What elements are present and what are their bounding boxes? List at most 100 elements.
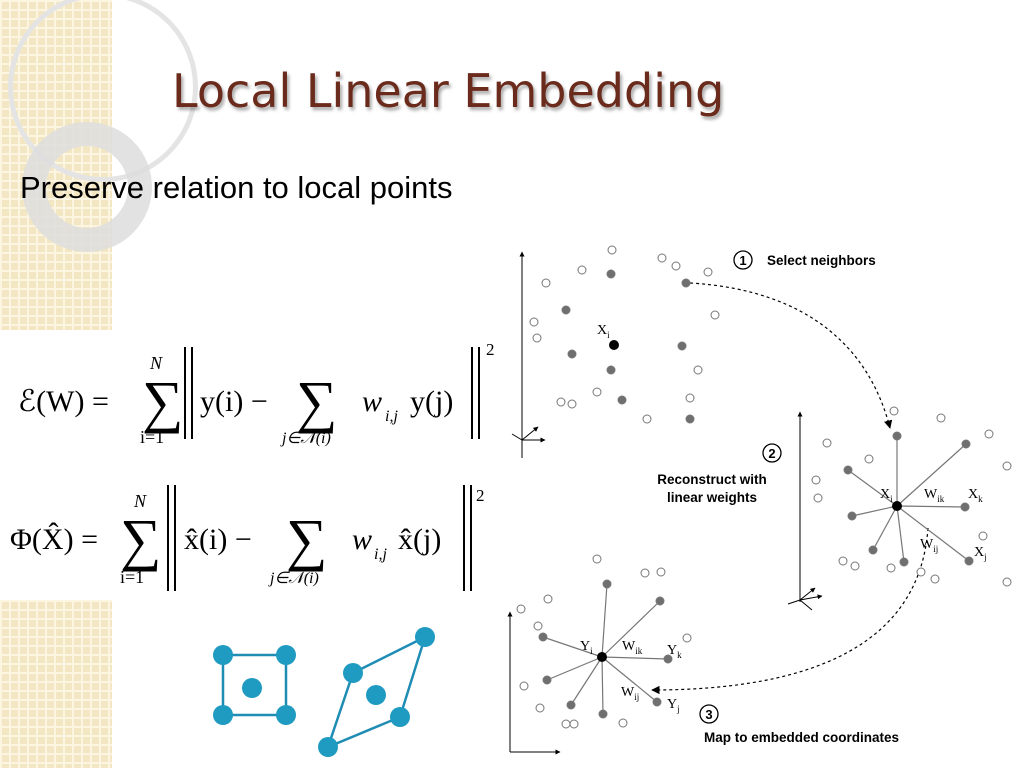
neighbor-point: [566, 700, 576, 710]
data-point: [657, 253, 667, 263]
neighbor-point: [538, 632, 548, 642]
data-point: [561, 305, 571, 315]
eq1-lhs: ℰ(W) =: [18, 385, 109, 418]
eq1-sum-symbol: ∑: [142, 369, 183, 434]
eq1-term: y(i) −: [200, 385, 268, 418]
eq1-inner-sum-symbol: ∑: [296, 369, 337, 434]
label-yi-panel3: Yi: [580, 639, 593, 656]
data-point: [567, 399, 577, 409]
panel2-axis-z: [787, 599, 801, 605]
data-point: [541, 278, 551, 288]
data-point: [703, 267, 713, 277]
data-point: [1002, 461, 1012, 471]
data-point: [984, 429, 994, 439]
eq2-sum-top: N: [133, 491, 147, 511]
eq2-inner-sum-bottom: j∈𝒩(i): [268, 570, 319, 587]
neighbor-point: [602, 579, 612, 589]
equation-reconstruction-error: ℰ(W) = ∑ N i=1 y(i) − ∑ j∈𝒩(i) w i,j y(j…: [0, 335, 505, 447]
arrow-step2-to-step3: [651, 527, 929, 695]
eq1-exponent: 2: [486, 340, 495, 359]
data-point: [685, 393, 695, 403]
data-point: [681, 278, 691, 288]
label-yk-panel3: Yk: [667, 643, 682, 660]
label-yj-panel3: Yj: [667, 697, 680, 714]
data-point: [811, 475, 821, 485]
slide-subtitle: Preserve relation to local points: [20, 170, 453, 205]
eq2-lhs: Φ(X̂) =: [10, 522, 98, 556]
data-point: [916, 567, 926, 577]
neighbor-link: [601, 656, 658, 703]
step-1-number: 1: [739, 253, 746, 268]
data-point: [822, 438, 832, 448]
parallelogram-neighborhood: [318, 627, 435, 757]
eq1-inner-rest: y(j): [410, 385, 453, 418]
panel2-axes: [787, 411, 823, 611]
eq2-exponent: 2: [476, 486, 485, 505]
data-point: [533, 621, 543, 631]
data-point: [640, 568, 650, 578]
neighbor-link: [570, 656, 603, 706]
neighbor-point: [847, 511, 857, 521]
data-point: [693, 365, 703, 375]
label-wij-panel3: Wij: [621, 685, 639, 702]
data-point: [592, 554, 602, 564]
data-point: [850, 561, 860, 571]
neighbor-point: [892, 431, 902, 441]
neighbor-point: [542, 675, 552, 685]
data-point: [617, 395, 627, 405]
data-point: [535, 703, 545, 713]
label-wij-panel2: Wij: [920, 537, 938, 554]
slide-title: Local Linear Embedding: [172, 64, 725, 118]
data-point: [607, 245, 617, 255]
data-point: [519, 681, 529, 691]
eq2-sum-bottom: i=1: [120, 567, 144, 587]
neighbor-link: [896, 505, 966, 508]
neighbor-point-xj: [964, 556, 974, 566]
neighbor-point: [868, 545, 878, 555]
neighbor-point: [598, 709, 608, 719]
neighbor-point: [843, 465, 853, 475]
label-xj-panel2: Xj: [974, 545, 987, 562]
data-point: [930, 574, 940, 584]
step-3-label: Map to embedded coordinates: [704, 730, 899, 745]
square-point: [276, 705, 296, 725]
eq2-term: x̂(i) −: [184, 523, 252, 556]
data-point: [556, 397, 566, 407]
center-point-yi: [597, 652, 607, 662]
step-2-label-line2: linear weights: [667, 490, 757, 505]
data-point: [677, 341, 687, 351]
decorative-grid-bottom: [0, 600, 112, 768]
square-point: [213, 645, 233, 665]
data-point: [978, 531, 988, 541]
data-point: [561, 719, 571, 729]
focus-point-xi: [609, 340, 619, 350]
neighbor-link: [896, 505, 970, 562]
data-point: [838, 556, 848, 566]
neighbor-point-yk: [663, 654, 673, 664]
neighbor-link: [896, 505, 905, 563]
square-point: [276, 645, 296, 665]
parallelogram-point: [390, 707, 410, 727]
neighbor-link: [847, 469, 898, 507]
parallelogram-center-point: [366, 685, 386, 705]
neighbor-link: [896, 443, 967, 507]
parallelogram-point: [343, 663, 363, 683]
eq2-sum-symbol: ∑: [120, 507, 161, 572]
eq1-inner-sum-bottom: j∈𝒩(i): [280, 430, 331, 447]
neighbor-point-xk: [960, 502, 970, 512]
data-point: [710, 310, 720, 320]
square-point: [213, 705, 233, 725]
neighbor-link: [851, 505, 898, 517]
data-point: [606, 269, 616, 279]
square-center-point: [242, 678, 262, 698]
data-point: [889, 406, 899, 416]
panel2-axis-x: [799, 594, 823, 601]
parallelogram-point: [415, 627, 435, 647]
step-2-number: 2: [768, 446, 775, 461]
step-1-badge: [733, 250, 753, 270]
panel1-axis-z: [511, 433, 523, 441]
step-1-label: Select neighbors: [767, 253, 876, 268]
eq2-weight-sub: i,j: [374, 546, 387, 563]
data-point: [682, 633, 692, 643]
